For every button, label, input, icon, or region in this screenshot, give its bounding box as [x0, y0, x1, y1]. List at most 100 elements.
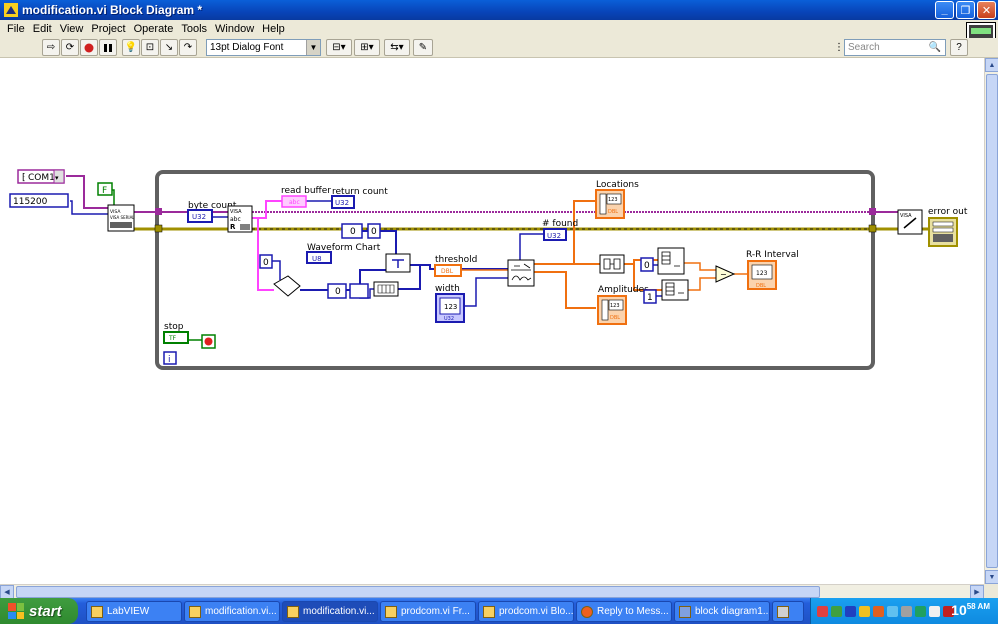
reorder-icon[interactable]: ⇆▾ [384, 39, 410, 56]
svg-text:DBL: DBL [756, 283, 766, 289]
svg-text:123: 123 [608, 197, 618, 203]
task-prodcom-front[interactable]: prodcom.vi Fr... [380, 601, 476, 622]
threshold-control[interactable] [434, 264, 462, 277]
task-reply-message[interactable]: Reply to Mess... [576, 601, 672, 622]
close-button[interactable]: ✕ [977, 1, 996, 19]
step-into-icon[interactable]: ↘ [160, 39, 178, 56]
start-button[interactable]: start [0, 598, 78, 624]
baud-label: 115200 [13, 197, 48, 207]
vertical-scroll-thumb[interactable] [986, 74, 998, 568]
tray-icon-5[interactable] [873, 605, 884, 617]
scroll-up-icon[interactable]: ▲ [985, 58, 998, 72]
peak-detector-node[interactable] [507, 259, 535, 287]
zero-constant-1[interactable] [259, 254, 273, 269]
tray-icon-4[interactable] [859, 605, 870, 617]
menu-view[interactable]: View [59, 23, 84, 35]
vi-icon [483, 605, 495, 618]
menu-window[interactable]: Window [215, 23, 255, 35]
array-constant-top[interactable] [341, 223, 363, 239]
svg-text:U32: U32 [547, 232, 561, 240]
font-select[interactable]: 13pt Dialog Font▼ [206, 39, 321, 56]
found-label: # found [542, 219, 578, 229]
block-diagram-canvas[interactable]: ⁅ COM1 ▾ 115200 F VISA VISA SERIAL byte … [0, 58, 984, 584]
array-constant-bottom[interactable] [327, 283, 347, 299]
while-loop[interactable] [155, 170, 875, 370]
minimize-button[interactable]: _ [935, 1, 954, 19]
task-labview[interactable]: LabVIEW [86, 601, 182, 622]
menu-tools[interactable]: Tools [181, 23, 208, 35]
tray-icon-3[interactable] [845, 605, 856, 617]
baud-constant[interactable] [9, 193, 69, 208]
svg-text:U32: U32 [335, 199, 349, 207]
vertical-scrollbar[interactable]: ▲ ▼ [984, 58, 998, 584]
search-input[interactable]: Search [844, 39, 946, 56]
visa-tunnel-out [869, 208, 876, 215]
scroll-down-icon[interactable]: ▼ [985, 570, 998, 584]
subtract-node[interactable] [715, 265, 736, 283]
string-to-byte-node[interactable] [273, 275, 301, 297]
tray-icon-7[interactable] [901, 605, 912, 617]
task-modification-diagram[interactable]: modification.vi... [282, 601, 378, 622]
image-icon [679, 605, 691, 618]
tray-icon-2[interactable] [831, 605, 842, 617]
visa-tunnel-in [155, 208, 162, 215]
svg-text:0: 0 [350, 227, 356, 237]
stop-control[interactable] [163, 331, 189, 344]
clean-up-diagram-icon[interactable]: ✎ [413, 39, 433, 56]
vi-icon [189, 605, 201, 618]
keyboard-icon [777, 605, 789, 618]
window-title: modification.vi Block Diagram * [22, 3, 203, 17]
horizontal-scrollbar[interactable]: ◀ ▶ [0, 584, 984, 599]
read-buffer-indicator[interactable] [281, 195, 307, 208]
found-indicator[interactable] [543, 228, 567, 241]
distribute-objects-icon[interactable]: ⊞▾ [354, 39, 380, 56]
index-zero-constant[interactable] [640, 257, 654, 272]
tray-icon-8[interactable] [915, 605, 926, 617]
visa-close-node[interactable] [897, 209, 923, 235]
task-block-diagram[interactable]: block diagram1... [674, 601, 770, 622]
search-icon[interactable]: 🔍 [928, 42, 942, 53]
task-modification-front[interactable]: modification.vi... [184, 601, 280, 622]
sub-wire-2 [688, 277, 716, 291]
menu-help[interactable]: Help [262, 23, 285, 35]
tray-icon-10[interactable] [943, 605, 954, 617]
align-objects-icon[interactable]: ⊟▾ [326, 39, 352, 56]
error-out-label: error out [928, 207, 968, 217]
waveform-chart-label: Waveform Chart [307, 243, 381, 253]
step-over-icon[interactable]: ↷ [179, 39, 197, 56]
menu-file[interactable]: File [7, 23, 25, 35]
abort-icon[interactable] [80, 39, 98, 56]
waveform-chart-terminal[interactable] [306, 251, 332, 264]
task-prodcom-diagram[interactable]: prodcom.vi Blo... [478, 601, 574, 622]
tray-icon-1[interactable] [817, 605, 828, 617]
taskbar: start LabVIEW modification.vi... modific… [0, 598, 998, 624]
com-port-label: COM1 [28, 173, 55, 183]
help-icon[interactable]: ? [950, 39, 968, 56]
menu-project[interactable]: Project [91, 23, 126, 35]
scroll-right-icon[interactable]: ▶ [970, 585, 984, 599]
menu-operate[interactable]: Operate [133, 23, 174, 35]
horizontal-scroll-thumb[interactable] [16, 586, 820, 598]
string-wire-2 [257, 218, 274, 291]
scroll-left-icon[interactable]: ◀ [0, 585, 14, 599]
network-icon[interactable] [887, 605, 898, 617]
byte-count-control[interactable] [187, 209, 213, 223]
svg-text:DBL: DBL [610, 315, 620, 321]
pause-icon[interactable] [99, 39, 117, 56]
volume-icon[interactable] [929, 605, 940, 617]
string-wire-1 [252, 200, 282, 219]
restore-button[interactable]: ❐ [956, 1, 975, 19]
run-arrow-icon[interactable]: ⇨ [42, 39, 60, 56]
index-one-constant[interactable] [643, 289, 657, 304]
bool-false-constant[interactable] [97, 182, 113, 196]
diagram-svg: ⁅ COM1 ▾ 115200 F VISA VISA SERIAL byte … [9, 169, 968, 370]
highlight-execution-icon[interactable]: 💡 [122, 39, 140, 56]
run-continuous-icon[interactable]: ⟳ [61, 39, 79, 56]
task-keyboard[interactable] [772, 601, 804, 622]
svg-text:0: 0 [371, 227, 377, 237]
locations-wire [534, 200, 596, 265]
return-count-indicator[interactable] [331, 195, 355, 209]
svg-text:abc: abc [289, 199, 300, 206]
menu-edit[interactable]: Edit [32, 23, 52, 35]
retain-wire-values-icon[interactable]: ⊡ [141, 39, 159, 56]
